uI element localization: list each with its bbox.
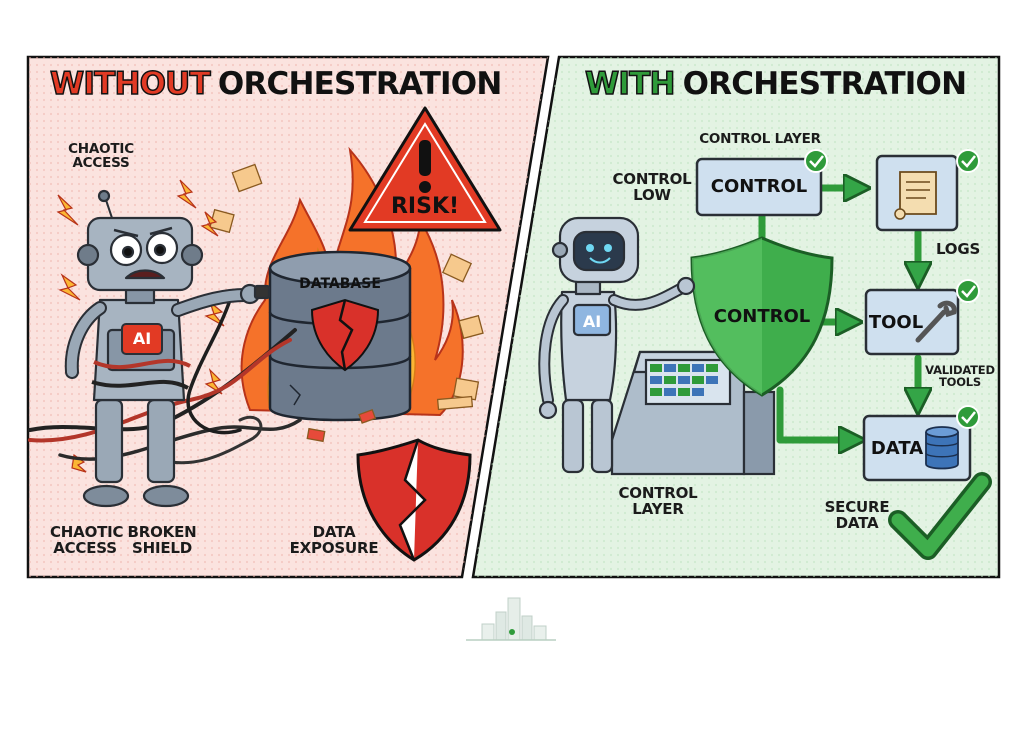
- check-badges: [804, 149, 980, 429]
- control-low-line2: LOW: [633, 185, 671, 204]
- data-exposure-line1: DATA: [312, 523, 356, 541]
- chaotic-access-top-line2: ACCESS: [72, 155, 130, 172]
- broken-shield-line1: BROKEN: [127, 523, 197, 541]
- validated-tools-line2: TOOLS: [938, 375, 981, 390]
- tool-box-label: TOOL: [868, 312, 924, 333]
- title-rest-right: ORCHESTRATION: [682, 66, 967, 102]
- ai-badge-text-right: AI: [582, 312, 602, 331]
- control-box-label: CONTROL: [710, 176, 808, 197]
- validated-tools-line1: VALIDATED: [925, 363, 995, 377]
- secure-data-line2: DATA: [835, 513, 879, 532]
- secure-check-icon: [888, 472, 992, 560]
- control-layer-bottom-line1: CONTROL: [618, 484, 698, 502]
- chaotic-access-label-bottom: CHAOTIC ACCESS: [50, 523, 124, 557]
- brand-logo: [466, 597, 556, 641]
- validated-tools-label: VALIDATED TOOLS: [922, 364, 998, 388]
- chaotic-access-bottom-line1: CHAOTIC: [50, 523, 124, 541]
- broken-shield-line2: SHIELD: [132, 538, 192, 557]
- logs-box: [875, 154, 959, 232]
- control-low-label: CONTROL LOW: [612, 170, 692, 204]
- ai-badge-left: [121, 323, 163, 355]
- logs-label: LOGS: [935, 240, 981, 258]
- risk-warning-icon: [348, 106, 502, 232]
- left-panel: [26, 55, 550, 579]
- title-highlight-with: WITH: [584, 65, 676, 103]
- shield-control-label: CONTROL: [713, 306, 811, 327]
- flying-papers: [209, 163, 484, 443]
- data-exposure-line2: EXPOSURE: [289, 538, 379, 557]
- right-panel: [471, 55, 1001, 579]
- broken-shield-small: [310, 298, 380, 372]
- control-layer-bottom-label: CONTROL LAYER: [618, 484, 698, 518]
- secure-data-label: SECURE DATA: [822, 498, 892, 532]
- title-highlight-without: WITHOUT: [49, 65, 211, 103]
- friendly-ai-robot: [538, 216, 696, 474]
- title-rest-left: ORCHESTRATION: [217, 66, 502, 102]
- risk-label: RISK!: [390, 194, 460, 219]
- chaotic-access-bottom-line2: ACCESS: [53, 538, 117, 557]
- data-box-label: DATA: [870, 438, 924, 459]
- control-layer-bottom-line2: LAYER: [632, 499, 684, 518]
- secure-data-line1: SECURE: [824, 498, 890, 516]
- tool-box: [864, 288, 960, 356]
- chaotic-access-top-line1: CHAOTIC: [68, 141, 134, 157]
- control-terminal: [610, 350, 776, 476]
- database-label: DATABASE: [299, 276, 381, 292]
- control-shield-icon: [690, 236, 834, 397]
- data-exposure-label: DATA EXPOSURE: [286, 523, 382, 557]
- data-box: [862, 414, 972, 482]
- broken-shield-label: BROKEN SHIELD: [126, 523, 198, 557]
- ai-badge-text-left: AI: [132, 329, 152, 348]
- control-low-line1: CONTROL: [612, 170, 692, 188]
- chaotic-access-label-top: CHAOTIC ACCESS: [56, 141, 146, 172]
- control-layer-top-label: CONTROL LAYER: [699, 131, 821, 147]
- data-exposure-shield-icon: [356, 438, 472, 562]
- control-box: [695, 157, 823, 217]
